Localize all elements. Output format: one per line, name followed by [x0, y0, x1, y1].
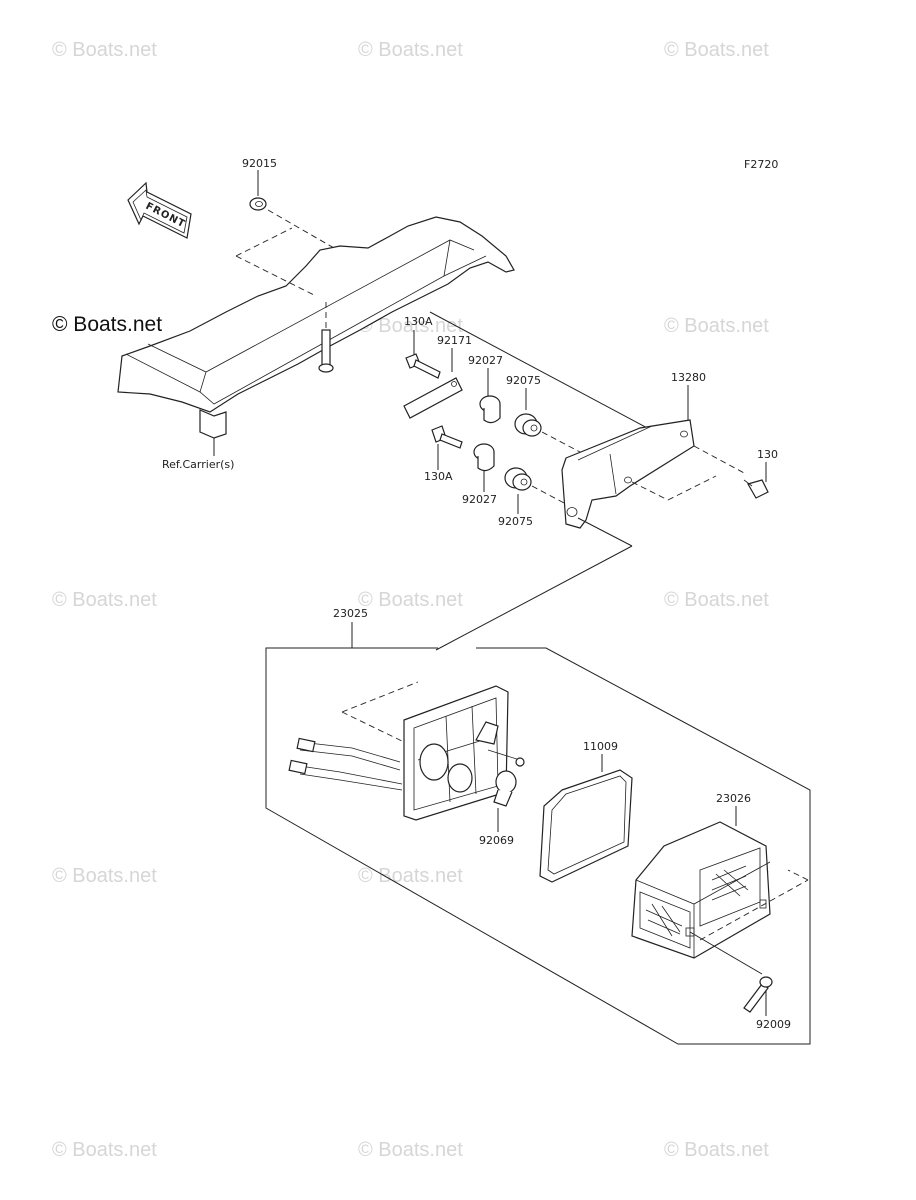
part-label-130a-bottom: 130A	[424, 470, 453, 483]
part-label-130: 130	[757, 448, 778, 461]
watermark: © Boats.net	[358, 39, 463, 61]
lamp-base-23025	[288, 685, 525, 821]
part-label-23026: 23026	[716, 792, 751, 805]
watermark: © Boats.net	[358, 1139, 463, 1161]
bracket-13280	[561, 419, 695, 529]
part-label-92027-top: 92027	[468, 354, 503, 367]
part-label-92009: 92009	[756, 1018, 791, 1031]
watermark: © Boats.net	[358, 589, 463, 611]
strap-92171	[403, 377, 463, 419]
screw-92009	[743, 976, 773, 1013]
bolt-130	[743, 479, 769, 499]
carrier-body	[117, 216, 515, 439]
part-label-11009: 11009	[583, 740, 618, 753]
watermark: © Boats.net	[664, 589, 769, 611]
watermark: © Boats.net	[52, 865, 157, 887]
part-label-92027-bottom: 92027	[462, 493, 497, 506]
bulb-92069	[493, 770, 517, 807]
part-label-13280: 13280	[671, 371, 706, 384]
ref-carrier-label: Ref.Carrier(s)	[162, 458, 234, 471]
part-label-23025: 23025	[333, 607, 368, 620]
watermark: © Boats.net	[52, 39, 157, 61]
part-label-92075-top: 92075	[506, 374, 541, 387]
part-label-92015: 92015	[242, 157, 277, 170]
bolt-130a-top	[405, 353, 441, 379]
collar-92027-bottom	[473, 443, 495, 472]
bolt-130a-bottom	[431, 425, 463, 449]
watermark-dark: © Boats.net	[52, 313, 162, 336]
watermark: © Boats.net	[358, 315, 463, 337]
gasket-11009	[539, 769, 633, 883]
watermark: © Boats.net	[52, 1139, 157, 1161]
part-label-92069: 92069	[479, 834, 514, 847]
watermark: © Boats.net	[52, 589, 157, 611]
lens-cover-23026	[631, 821, 771, 959]
front-arrow-icon: FRONT	[127, 181, 192, 239]
part-label-130a-top: 130A	[404, 315, 433, 328]
part-label-92075-bottom: 92075	[498, 515, 533, 528]
watermark: © Boats.net	[664, 1139, 769, 1161]
nut-92015	[249, 197, 267, 211]
watermark: © Boats.net	[664, 39, 769, 61]
collar-92027-top	[479, 395, 501, 424]
watermark: © Boats.net	[358, 865, 463, 887]
grommet-92075-top	[514, 413, 542, 437]
diagram-code: F2720	[744, 158, 778, 171]
grommet-92075-bottom	[504, 467, 532, 491]
watermark: © Boats.net	[664, 315, 769, 337]
part-label-92171: 92171	[437, 334, 472, 347]
